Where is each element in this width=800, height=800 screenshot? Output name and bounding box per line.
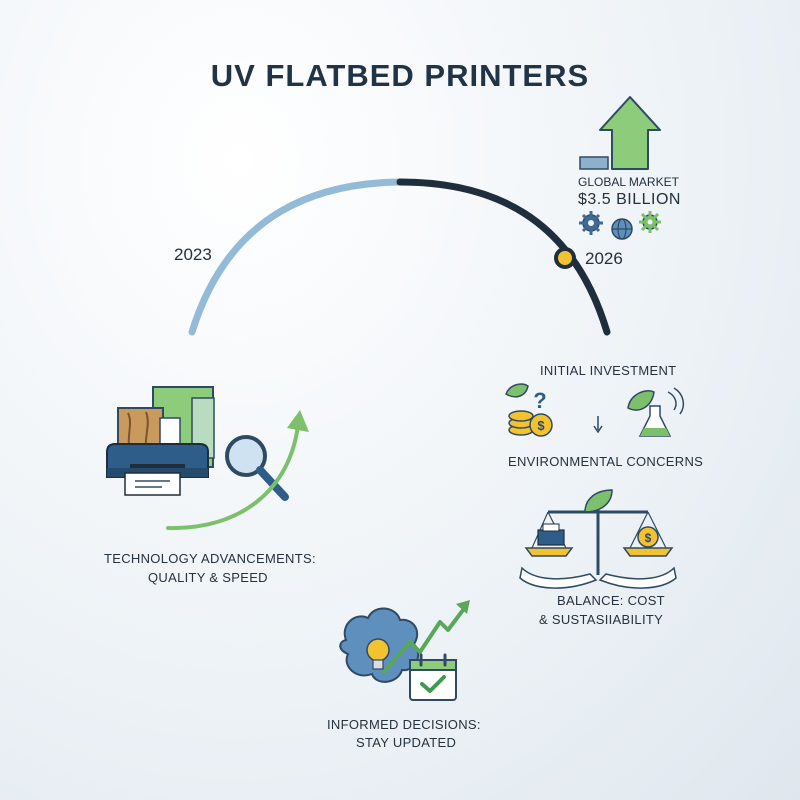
balance-scale-icon: $ xyxy=(519,489,677,589)
svg-text:$: $ xyxy=(645,531,652,545)
brain-lightbulb-icon xyxy=(339,607,420,683)
page-title: UV FLATBED PRINTERS xyxy=(210,58,590,93)
small-bar-icon xyxy=(579,156,609,170)
decisions-label-line1: INFORMED DECISIONS: xyxy=(327,717,481,732)
year-start-label: 2023 xyxy=(174,245,212,264)
timeline-current-marker xyxy=(554,247,576,269)
trend-arrow-icon xyxy=(382,600,470,674)
growth-arrow-up-icon xyxy=(599,96,661,170)
environment-label: ENVIRONMENTAL CONCERNS xyxy=(508,454,704,469)
timeline-future-segment xyxy=(396,178,611,336)
leaf-flask-icon xyxy=(627,387,685,437)
growth-arrow-icon xyxy=(166,410,309,531)
market-label: GLOBAL MARKET xyxy=(578,175,679,189)
down-arrow-icon xyxy=(593,416,603,434)
printer-icon xyxy=(106,443,209,496)
timeline-past-segment xyxy=(188,178,404,336)
market-value: $3.5 BILLION xyxy=(578,191,681,208)
question-icon: ? xyxy=(533,388,546,413)
technology-label-line1: TECHNOLOGY ADVANCEMENTS: xyxy=(104,551,316,566)
coins-icon: $ xyxy=(505,383,553,437)
balance-label-line2: & SUSTASIIABILITY xyxy=(539,612,664,627)
year-end-label: 2026 xyxy=(585,249,623,268)
balance-label-line1: BALANCE: COST xyxy=(557,593,665,608)
technology-label-line2: QUALITY & SPEED xyxy=(148,570,268,585)
calendar-check-icon xyxy=(409,653,457,701)
svg-text:$: $ xyxy=(537,418,545,433)
gears-globe-icon xyxy=(579,211,661,240)
decisions-label-line2: STAY UPDATED xyxy=(356,735,457,750)
investment-label: INITIAL INVESTMENT xyxy=(540,363,677,378)
